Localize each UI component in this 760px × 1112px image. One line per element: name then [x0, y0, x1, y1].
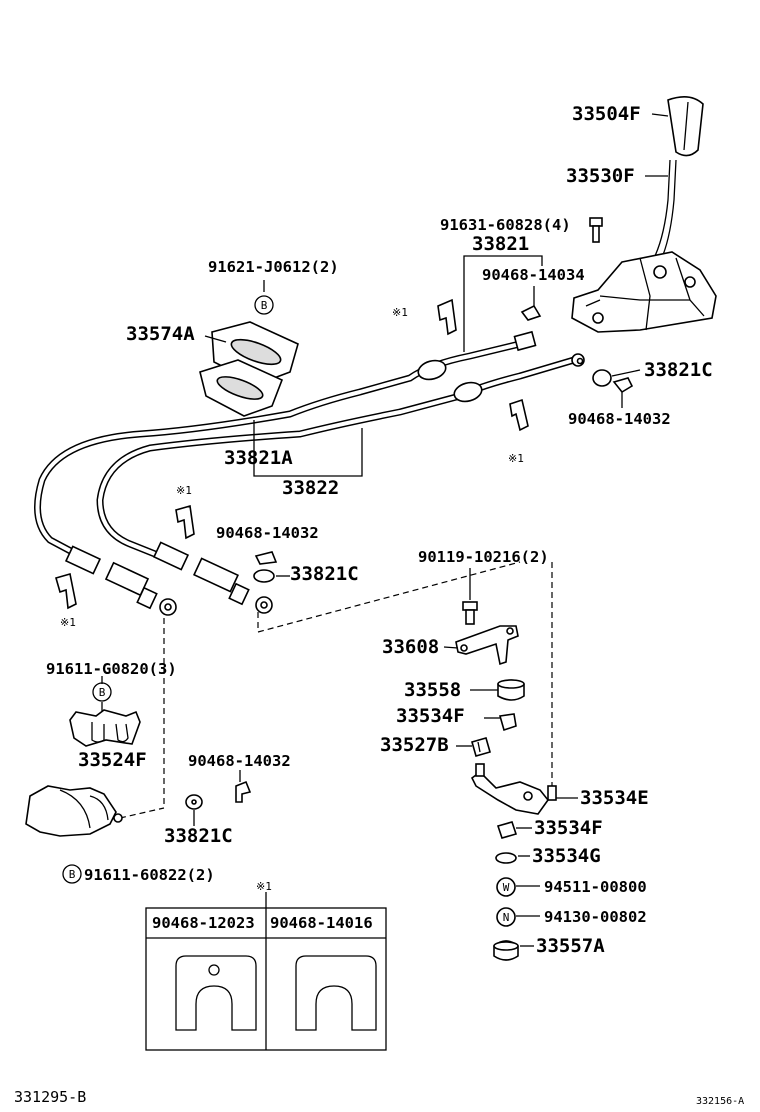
part-33527b-icon: [471, 737, 491, 757]
label-doc-ref-right: 332156-A: [696, 1096, 744, 1107]
label-33527b: 33527B: [380, 734, 449, 756]
note-mark-4: ※1: [60, 616, 76, 629]
svg-text:B: B: [261, 299, 268, 312]
bushing-upper-icon: [592, 369, 634, 394]
part-33534e-icon: [470, 763, 557, 815]
clip-lower-left-icon: [55, 572, 77, 610]
clip-right-icon: [509, 398, 529, 432]
circle-b-mark-2: B: [92, 682, 112, 702]
label-doc-ref-left: 331295-B: [14, 1088, 86, 1106]
label-knob: 33504F: [572, 103, 641, 125]
svg-text:B: B: [69, 868, 76, 881]
label-33558: 33558: [404, 679, 461, 701]
shift-lever-housing: [571, 251, 717, 333]
part-33534g-icon: [495, 852, 517, 864]
label-clip-mid: 90468-14032: [216, 524, 319, 542]
bushing-33558-icon: [497, 679, 525, 701]
leader-bracket: [443, 646, 459, 649]
label-bolt-lower-b: 91611-60822(2): [84, 866, 215, 884]
circle-n-letter: N: [503, 911, 510, 924]
clip-90468-14034-icon: [520, 286, 542, 321]
shift-knob: [667, 96, 704, 157]
note-mark-2: ※1: [508, 452, 524, 465]
leader-grommet: [204, 335, 227, 343]
svg-text:B: B: [99, 686, 106, 699]
label-clip-upper: 90468-14034: [482, 266, 585, 284]
dash-link-upper: [257, 561, 521, 633]
clip-lower-icon: [235, 780, 252, 803]
grommet-icon: [199, 321, 299, 417]
clip-upper-icon: [437, 298, 457, 336]
part-33557a-icon: [493, 940, 519, 961]
bushing-lower-icon: [185, 794, 203, 810]
label-inset-left: 90468-12023: [152, 914, 255, 932]
note-mark-1: ※1: [392, 306, 408, 319]
label-bushing-mid: 33821C: [290, 563, 359, 585]
label-clip-upper-right: 90468-14032: [568, 410, 671, 428]
label-33534g: 33534G: [532, 845, 601, 867]
label-washer: 94511-00800: [544, 878, 647, 896]
label-lever: 33530F: [566, 165, 635, 187]
label-inset-right: 90468-14016: [270, 914, 373, 932]
label-bolt-bracket: 90119-10216(2): [418, 548, 549, 566]
label-33534f-2: 33534F: [534, 817, 603, 839]
cable-33821: [34, 338, 532, 560]
label-33524f: 33524F: [78, 749, 147, 771]
cable-end-left: [64, 545, 177, 616]
bracket-33608-icon: [455, 625, 519, 666]
clip-90468-14032-mid-icon: [254, 551, 278, 565]
part-33524f-icon: [69, 709, 141, 747]
cable-ferrules: [417, 330, 585, 403]
label-cable-33821: 33821: [472, 233, 529, 255]
bushing-33534f-1-icon: [498, 713, 517, 732]
leader-bushing-upper: [611, 369, 641, 377]
label-cable-33822: 33822: [282, 477, 339, 499]
bushing-mid-icon: [253, 569, 275, 583]
bushing-33534f-2-icon: [496, 821, 518, 839]
leader-knob: [651, 113, 669, 117]
label-bushing-lower: 33821C: [164, 825, 233, 847]
label-33557a: 33557A: [536, 935, 605, 957]
bolt-bracket-icon: [462, 601, 478, 625]
washer-circle-w-icon: [496, 877, 516, 897]
bracket-33821: [463, 255, 543, 262]
label-bolt-grommet: 91621-J0612(2): [208, 258, 339, 276]
cable-33822: [96, 356, 578, 560]
note-mark-5: ※1: [256, 880, 272, 893]
inset-clip-left-icon: [175, 955, 257, 1031]
label-cable-33821a: 33821A: [224, 447, 293, 469]
dash-lower-left-h: [119, 807, 165, 819]
label-33534e: 33534E: [580, 787, 649, 809]
circle-b-mark-3: B: [62, 864, 82, 884]
circle-b-mark-1: B: [254, 295, 274, 315]
label-nut: 94130-00802: [544, 908, 647, 926]
bracket-33821a: [253, 420, 363, 477]
nut-circle-n-icon: [496, 907, 516, 927]
cable-end-right: [152, 541, 273, 614]
label-33534f-1: 33534F: [396, 705, 465, 727]
inset-clip-right-icon: [295, 955, 377, 1031]
label-bolt-lower-left: 91611-G0820(3): [46, 660, 177, 678]
circle-w-letter: W: [503, 881, 510, 894]
clip-mid-icon: [175, 504, 195, 540]
label-grommet: 33574A: [126, 323, 195, 345]
note-mark-3: ※1: [176, 484, 192, 497]
label-bracket: 33608: [382, 636, 439, 658]
bolt-lever-icon: [589, 217, 603, 243]
transmission-housing-icon: [25, 785, 123, 837]
label-clip-lower: 90468-14032: [188, 752, 291, 770]
label-bushing-upper: 33821C: [644, 359, 713, 381]
label-bolt-lever: 91631-60828(4): [440, 216, 571, 234]
